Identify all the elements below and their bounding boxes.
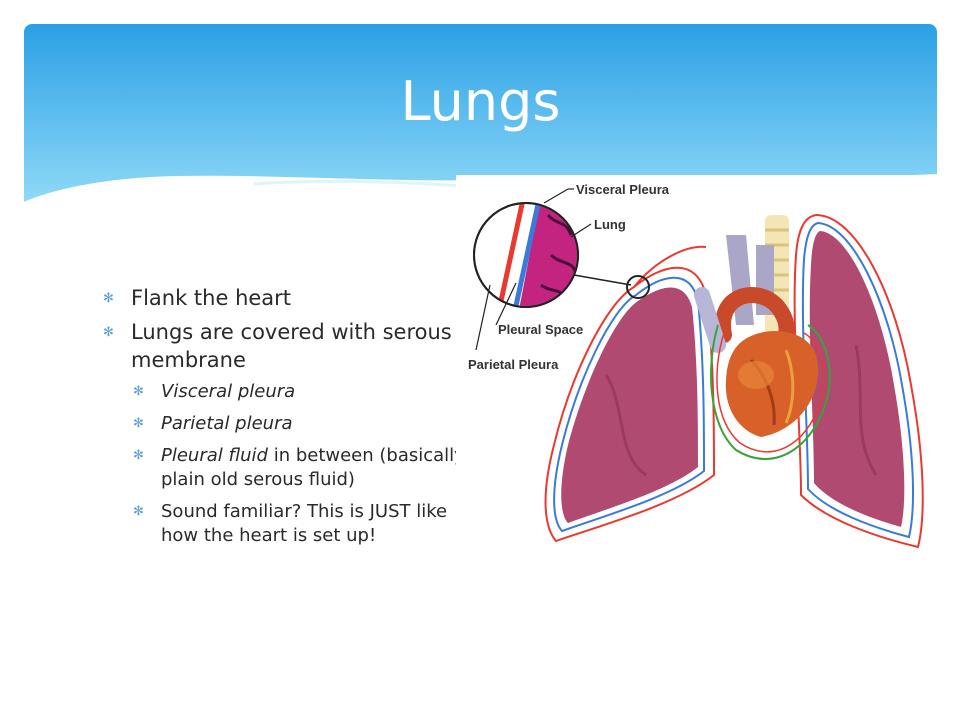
sub-bullet-item: ✻ Pleural fluid in between (basically pl… xyxy=(133,444,483,492)
bullet-text: Lungs are covered with serous membrane xyxy=(131,320,452,372)
title-banner xyxy=(24,24,937,214)
bullet-list: ✻ Flank the heart ✻ Lungs are covered wi… xyxy=(103,284,483,556)
bullet-marker-icon: ✻ xyxy=(133,448,144,463)
bullet-item: ✻ Lungs are covered with serous membrane xyxy=(103,318,483,374)
bullet-item: ✻ Flank the heart xyxy=(103,284,483,312)
heart xyxy=(725,331,819,437)
lung-diagram: Visceral Pleura Lung Pleural Space Parie… xyxy=(456,175,937,560)
bullet-text: Sound familiar? This is JUST like how th… xyxy=(161,501,448,546)
bullet-marker-icon: ✻ xyxy=(133,504,144,519)
bullet-text-italic: Parietal pleura xyxy=(161,413,293,434)
label-pleural-space: Pleural Space xyxy=(498,322,583,337)
slide-title: Lungs xyxy=(400,70,561,133)
bullet-text: in between (basically plain old serous f… xyxy=(161,445,465,490)
sub-bullet-item: ✻ Sound familiar? This is JUST like how … xyxy=(133,500,483,548)
bullet-marker-icon: ✻ xyxy=(103,291,114,306)
bullet-text-italic: Visceral pleura xyxy=(161,381,296,402)
right-lung xyxy=(793,213,924,549)
bullet-marker-icon: ✻ xyxy=(133,416,144,431)
bullet-text-italic: Pleural fluid xyxy=(161,445,268,466)
sub-bullet-item: ✻ Parietal pleura xyxy=(133,412,483,436)
sub-bullet-item: ✻ Visceral pleura xyxy=(133,380,483,404)
bullet-marker-icon: ✻ xyxy=(133,384,144,399)
label-parietal-pleura: Parietal Pleura xyxy=(468,357,559,372)
label-lung: Lung xyxy=(594,217,626,232)
bullet-text: Flank the heart xyxy=(131,286,292,310)
label-visceral-pleura: Visceral Pleura xyxy=(576,182,670,197)
magnified-view xyxy=(473,202,650,308)
bullet-marker-icon: ✻ xyxy=(103,325,114,340)
